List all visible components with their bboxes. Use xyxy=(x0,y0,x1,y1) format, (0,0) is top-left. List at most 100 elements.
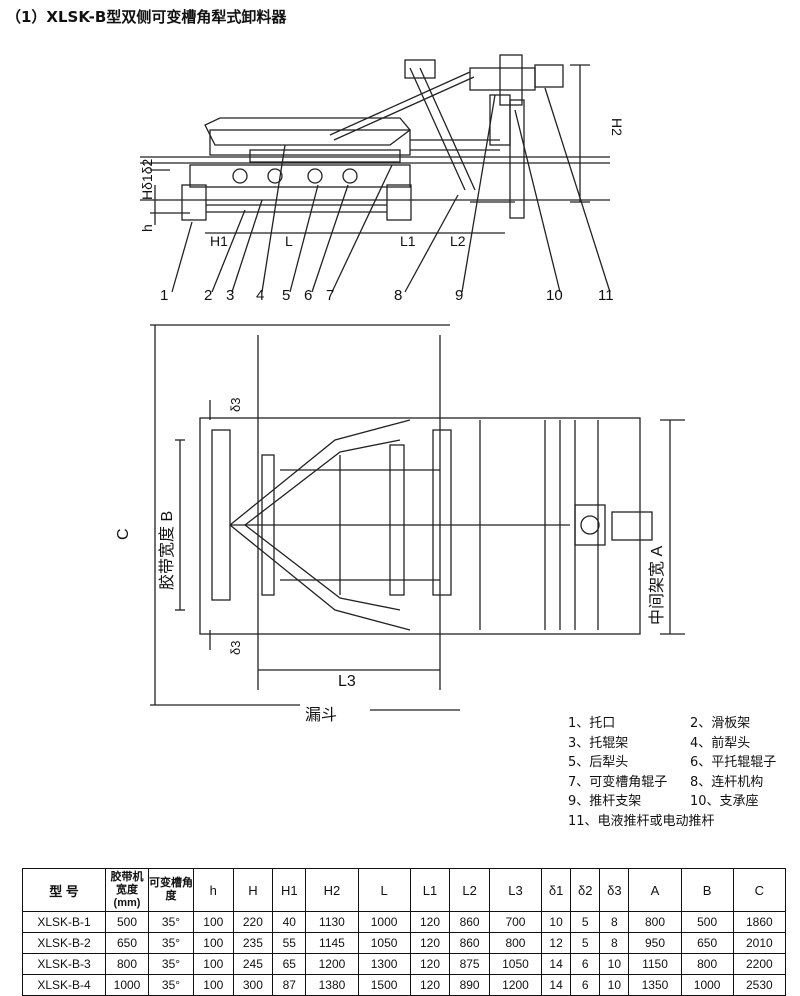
dim-label-H2: H2 xyxy=(609,118,625,136)
legend-item: 8、连杆机构 xyxy=(690,774,764,790)
table-cell: 35° xyxy=(148,974,194,996)
legend-item: 4、前犁头 xyxy=(690,735,751,751)
table-cell: 1050 xyxy=(357,932,411,954)
table-cell: 2200 xyxy=(732,953,787,975)
table-cell: 8 xyxy=(599,911,630,933)
column-header: h xyxy=(193,868,234,912)
legend-item: 11、电液推杆或电动推杆 xyxy=(568,813,715,829)
part-number: 10 xyxy=(546,287,563,304)
table-cell: 800 xyxy=(488,932,543,954)
column-header: L xyxy=(357,868,411,912)
table-cell: 55 xyxy=(272,932,307,954)
table-cell: 1000 xyxy=(680,974,734,996)
table-cell: 5 xyxy=(570,932,601,954)
part-number: 3 xyxy=(226,287,234,304)
legend-row: 7、可变槽角辊子 8、连杆机构 xyxy=(568,773,800,793)
table-cell: 120 xyxy=(409,974,451,996)
table-cell: 10 xyxy=(599,953,630,975)
table-cell: 1150 xyxy=(628,953,682,975)
table-cell: 650 xyxy=(105,932,149,954)
column-header: H1 xyxy=(272,868,307,912)
part-number: 11 xyxy=(598,287,614,304)
dim-label-L: L xyxy=(285,233,293,249)
table-cell: 12 xyxy=(541,932,572,954)
dim-label-L3: L3 xyxy=(338,673,356,690)
column-header: δ2 xyxy=(570,868,601,912)
table-cell: 1380 xyxy=(305,974,359,996)
table-cell: 860 xyxy=(449,911,490,933)
part-number: 5 xyxy=(282,287,290,304)
part-number: 9 xyxy=(455,287,463,304)
table-cell: 875 xyxy=(449,953,490,975)
table-cell: 8 xyxy=(599,932,630,954)
table-cell: 300 xyxy=(232,974,274,996)
table-cell: 1200 xyxy=(305,953,359,975)
table-cell: 100 xyxy=(193,911,234,933)
table-cell: 100 xyxy=(193,932,234,954)
column-header: L3 xyxy=(488,868,543,912)
table-cell: 245 xyxy=(232,953,274,975)
part-number: 8 xyxy=(394,287,402,304)
table-cell: 14 xyxy=(541,974,572,996)
dim-label-A: 中间架宽 A xyxy=(648,546,666,625)
table-cell: 1130 xyxy=(305,911,359,933)
legend-row: 9、推杆支架 10、支承座 xyxy=(568,792,800,812)
dim-label-h: h xyxy=(139,224,155,232)
legend-item: 6、平托辊辊子 xyxy=(690,755,777,770)
table-cell: 1000 xyxy=(357,911,411,933)
table-cell: 87 xyxy=(272,974,307,996)
dim-label-delta3-top: δ3 xyxy=(228,398,243,412)
dim-label-B: 胶带宽度 B xyxy=(158,511,176,590)
table-cell: 1050 xyxy=(488,953,543,975)
legend-item: 10、支承座 xyxy=(690,794,759,809)
table-cell: 1350 xyxy=(628,974,682,996)
table-cell: XLSK-B-4 xyxy=(22,974,106,996)
column-header: L2 xyxy=(449,868,490,912)
table-cell: 500 xyxy=(105,911,149,933)
table-cell: 120 xyxy=(409,953,451,975)
legend-item: 9、推杆支架 xyxy=(568,794,642,809)
table-cell: XLSK-B-1 xyxy=(22,911,106,933)
table-cell: 800 xyxy=(105,953,149,975)
table-cell: 1200 xyxy=(488,974,543,996)
table-cell: 890 xyxy=(449,974,490,996)
column-header: H2 xyxy=(305,868,359,912)
column-header: L1 xyxy=(409,868,451,912)
legend-item: 1、托口 xyxy=(568,716,616,731)
legend-item: 5、后犁头 xyxy=(568,755,629,770)
legend-row: 5、后犁头 6、平托辊辊子 xyxy=(568,753,800,773)
legend-item: 3、托辊架 xyxy=(568,735,629,751)
dim-label-L1: L1 xyxy=(400,233,416,249)
dim-label-H-delta: Hδ1δ2 xyxy=(139,159,155,200)
table-cell: 235 xyxy=(232,932,274,954)
column-header: δ1 xyxy=(541,868,572,912)
side-view xyxy=(140,54,611,293)
dim-label-L2: L2 xyxy=(450,233,466,249)
table-cell: 35° xyxy=(148,911,194,933)
legend-item: 7、可变槽角辊子 xyxy=(568,774,668,790)
table-cell: 35° xyxy=(148,932,194,954)
table-cell: 14 xyxy=(541,953,572,975)
table-cell: 6 xyxy=(570,953,601,975)
table-cell: 1300 xyxy=(357,953,411,975)
dim-label-H1: H1 xyxy=(210,233,228,249)
table-cell: 220 xyxy=(232,911,274,933)
document-title: （1）XLSK-B型双侧可变槽角犁式卸料器 xyxy=(6,8,287,26)
table-cell: 10 xyxy=(541,911,572,933)
plan-view-labels: C 胶带宽度 B 中间架宽 A δ3 δ3 L3 漏斗 xyxy=(115,398,666,724)
table-cell: 120 xyxy=(409,932,451,954)
side-view-labels: H2 Hδ1δ2 h H1 L L1 L2 xyxy=(139,118,625,249)
table-cell: 100 xyxy=(193,974,234,996)
column-header: B xyxy=(680,868,734,912)
hopper-label: 漏斗 xyxy=(305,706,337,724)
table-cell: 10 xyxy=(599,974,630,996)
table-cell: XLSK-B-3 xyxy=(22,953,106,975)
table-cell: 100 xyxy=(193,953,234,975)
column-header: 可变槽角度 xyxy=(148,868,194,912)
table-cell: 40 xyxy=(272,911,307,933)
part-number: 1 xyxy=(160,287,168,304)
